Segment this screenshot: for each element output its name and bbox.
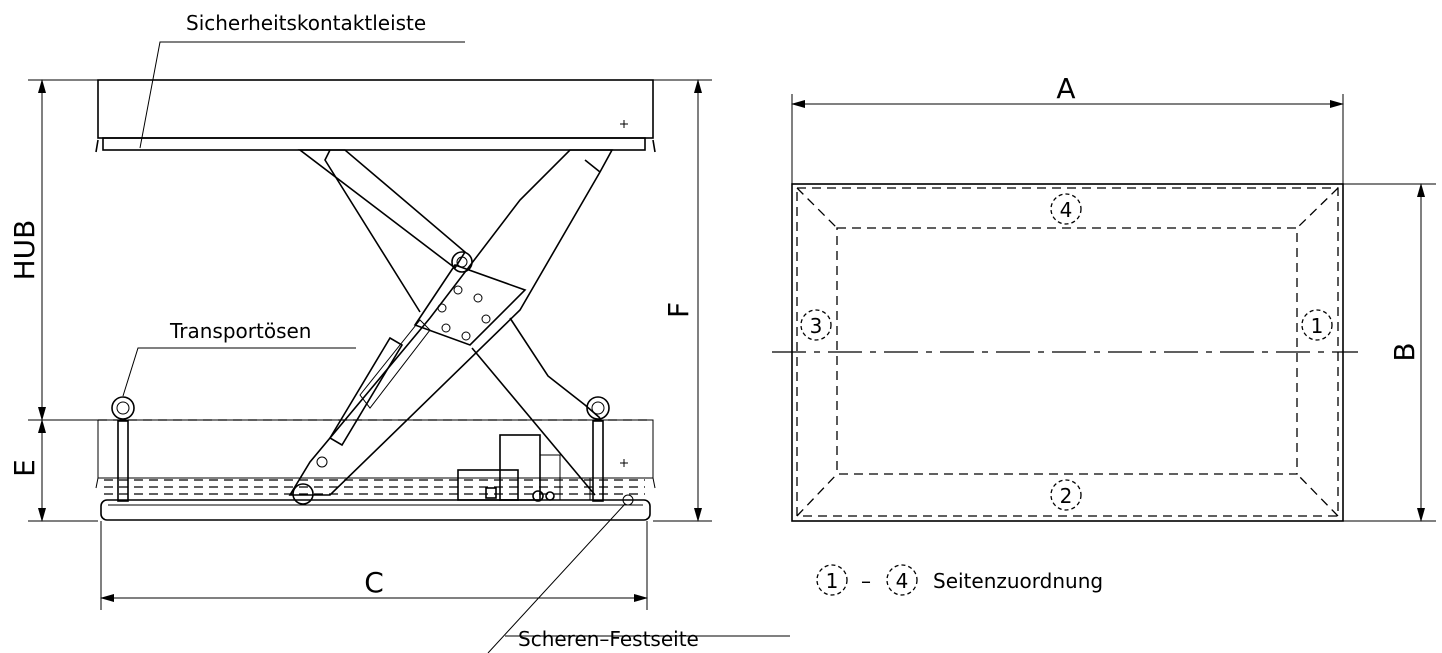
- top-view: A B 4 3 1 2: [772, 72, 1436, 522]
- transport-eyes-leader: [122, 347, 356, 397]
- svg-text:3: 3: [810, 314, 823, 338]
- stroke-dimension-label: HUB: [8, 220, 41, 281]
- legend-from: 1: [826, 569, 839, 593]
- side-assignment-label: Seitenzuordnung: [933, 569, 1103, 593]
- safety-edge-label: Sicherheitskontaktleiste: [186, 11, 426, 35]
- base-frame: [95, 396, 656, 521]
- top-length-dimension-label: A: [1056, 72, 1075, 105]
- scissor-fixed-side-label: Scheren–Festseite: [518, 627, 699, 651]
- legend-to: 4: [896, 569, 909, 593]
- transport-eyes-label: Transportösen: [169, 319, 311, 343]
- scissor-fixed-side-leader: [487, 503, 790, 653]
- side-marker-4: 4: [1050, 193, 1082, 225]
- platform-top: [95, 79, 656, 153]
- side-view: Sicherheitskontaktleiste Transportösen S…: [8, 11, 790, 653]
- base-height-dimension-label: E: [8, 459, 41, 477]
- side-marker-1: 1: [1301, 309, 1333, 341]
- safety-edge-leader: [139, 41, 465, 149]
- side-marker-3: 3: [800, 309, 832, 341]
- top-width-dimension-label: B: [1388, 342, 1421, 361]
- side-assignment-legend: 1 – 4 Seitenzuordnung: [816, 564, 1103, 596]
- scissor-arms: [288, 149, 634, 506]
- svg-text:4: 4: [1060, 198, 1073, 222]
- legend-range-dash: –: [861, 569, 871, 593]
- dimension-lines-side: [28, 79, 712, 610]
- svg-text:2: 2: [1060, 484, 1073, 508]
- side-marker-2: 2: [1050, 479, 1082, 511]
- svg-text:1: 1: [1311, 314, 1324, 338]
- inner-dashed-rect: [836, 227, 1298, 475]
- total-height-dimension-label: F: [662, 302, 695, 318]
- base-length-dimension-label: C: [364, 566, 384, 599]
